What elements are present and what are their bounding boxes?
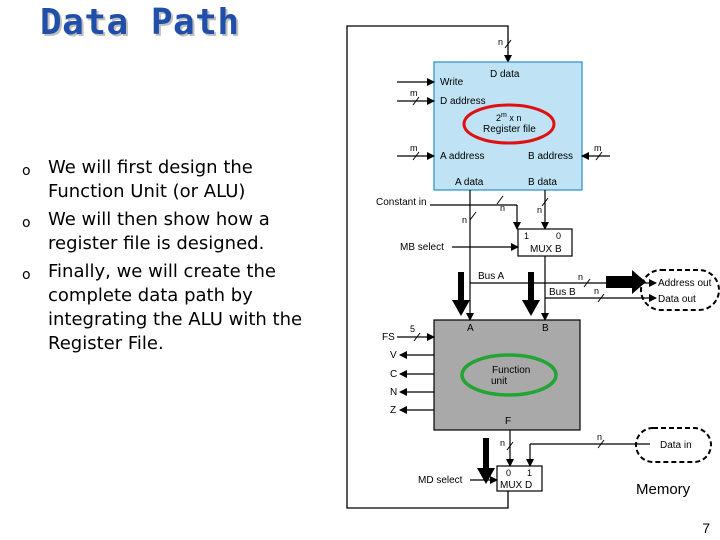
b-data-slash xyxy=(541,197,549,207)
register-size-label: 2m x n xyxy=(496,112,521,123)
fs-width: 5 xyxy=(410,324,415,334)
register-file-block xyxy=(433,61,583,191)
b-address-label: B address xyxy=(528,151,573,162)
arrow-f-out xyxy=(477,438,495,484)
d-address-width: m xyxy=(410,88,418,98)
bus-b-width: n xyxy=(594,286,599,296)
function-unit-name-1: Function xyxy=(492,365,530,376)
function-unit-out-f: F xyxy=(505,416,511,427)
md-select-label: MD select xyxy=(418,475,463,486)
flag-n-label: N xyxy=(390,387,397,398)
data-in-slash xyxy=(597,439,605,449)
bullet-item: o Finally, we will create the complete da… xyxy=(22,260,322,356)
page-number: 7 xyxy=(702,520,710,536)
f-out-width: n xyxy=(500,438,505,448)
bullet-marker: o xyxy=(22,215,31,231)
fs-label: FS xyxy=(382,332,395,343)
bus-b-slash xyxy=(597,293,605,303)
bus-a-label: Bus A xyxy=(478,271,504,282)
arrow-bus-a xyxy=(452,272,470,316)
flag-v-label: V xyxy=(390,350,397,361)
bus-a-width: n xyxy=(578,272,583,282)
mux-d-in1: 1 xyxy=(527,468,532,478)
register-file-label: Register file xyxy=(483,124,536,135)
bullet-marker: o xyxy=(22,267,31,283)
d-data-width: n xyxy=(498,37,503,47)
bullet-item: o We will first design the Function Unit … xyxy=(22,156,322,204)
function-unit-in-a: A xyxy=(467,323,474,334)
feedback-bus xyxy=(346,25,512,509)
bullet-text: Finally, we will create the complete dat… xyxy=(48,261,303,354)
flag-z-label: Z xyxy=(390,405,396,416)
a-address-label: A address xyxy=(440,151,484,162)
a-data-slash xyxy=(496,195,504,205)
arrow-address-out xyxy=(606,270,646,294)
mux-d-in0: 0 xyxy=(506,468,511,478)
data-out-label: Data out xyxy=(658,294,696,305)
bullet-marker: o xyxy=(22,163,31,179)
bullet-text: We will first design the Function Unit (… xyxy=(48,157,253,202)
a-data-width: n xyxy=(500,203,505,213)
address-out-label: Address out xyxy=(658,278,712,289)
memory-label: Memory xyxy=(636,481,691,498)
a-address-slash xyxy=(412,151,420,161)
bus-a-slash xyxy=(583,278,591,288)
d-address-label: D address xyxy=(440,96,486,107)
mux-b-in0: 0 xyxy=(556,231,561,241)
address-out-port xyxy=(640,269,720,311)
b-address-width: m xyxy=(594,143,602,153)
a-data-label: A data xyxy=(455,177,484,188)
data-in-width: n xyxy=(597,432,602,442)
constant-in-label: Constant in xyxy=(376,197,427,208)
flag-c-label: C xyxy=(390,369,397,380)
arrow-bus-b xyxy=(522,272,540,316)
fs-slash xyxy=(413,332,421,342)
constant-in-width: n xyxy=(462,215,467,225)
slide-title: Data Path xyxy=(40,2,240,43)
data-in-port xyxy=(635,427,712,463)
function-unit-name-2: unit xyxy=(491,376,507,387)
mux-b-in1: 1 xyxy=(524,231,529,241)
mb-select-label: MB select xyxy=(400,242,444,253)
function-unit-highlight xyxy=(460,353,558,397)
b-data-width: n xyxy=(537,205,542,215)
mux-d-label: MUX D xyxy=(500,480,532,491)
bus-b-label: Bus B xyxy=(549,287,576,298)
write-label: Write xyxy=(440,77,464,88)
constant-in-slash xyxy=(469,211,477,221)
bullet-text: We will then show how a register file is… xyxy=(48,209,270,254)
d-data-label: D data xyxy=(490,69,520,80)
function-unit-in-b: B xyxy=(542,323,549,334)
emphasis-arrows xyxy=(452,270,646,484)
bullet-list: o We will first design the Function Unit … xyxy=(22,156,322,360)
f-out-slash xyxy=(506,441,514,451)
b-address-slash xyxy=(595,151,603,161)
a-address-width: m xyxy=(410,143,418,153)
b-data-label: B data xyxy=(528,177,557,188)
register-file-highlight xyxy=(462,103,556,145)
d-address-slash xyxy=(412,96,420,106)
data-in-label: Data in xyxy=(660,440,692,451)
mux-b-label: MUX B xyxy=(530,244,562,255)
mux-b-block xyxy=(517,228,573,257)
d-data-slash xyxy=(504,39,512,49)
bullet-item: o We will then show how a register file i… xyxy=(22,208,322,256)
